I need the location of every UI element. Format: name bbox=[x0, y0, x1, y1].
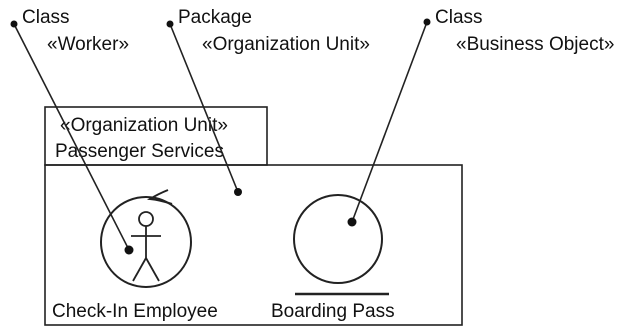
worker-callout-stereotype: «Worker» bbox=[47, 34, 129, 55]
callout-lines bbox=[13, 21, 428, 251]
business-object-circle bbox=[293, 194, 383, 284]
package-callout-end-dot bbox=[234, 188, 242, 196]
callout-dots bbox=[10, 18, 431, 255]
business-object-callout-line bbox=[351, 21, 428, 223]
stick-figure-icon bbox=[131, 211, 161, 282]
business-object-label: Boarding Pass bbox=[271, 301, 395, 322]
business-object-callout-end-dot bbox=[347, 217, 357, 227]
worker-label: Check-In Employee bbox=[52, 301, 218, 322]
business-object-callout-kind: Class bbox=[435, 7, 483, 28]
worker-arrow bbox=[146, 189, 173, 205]
package-callout-line bbox=[169, 23, 239, 193]
business-object-callout-stereotype: «Business Object» bbox=[456, 34, 614, 55]
package-callout-start-dot bbox=[166, 20, 174, 28]
worker-callout-end-dot bbox=[124, 245, 134, 255]
worker-symbol[interactable] bbox=[100, 189, 192, 288]
package-tab-name: Passenger Services bbox=[55, 141, 224, 162]
worker-callout-kind: Class bbox=[22, 7, 70, 28]
business-object-symbol[interactable] bbox=[293, 194, 389, 296]
package-callout-kind: Package bbox=[178, 7, 252, 28]
package-body[interactable] bbox=[44, 164, 463, 326]
worker-callout-line bbox=[13, 23, 130, 251]
package-callout-stereotype: «Organization Unit» bbox=[202, 34, 370, 55]
worker-circle bbox=[100, 196, 192, 288]
worker-callout-start-dot bbox=[10, 20, 18, 28]
package-tab[interactable] bbox=[44, 106, 268, 166]
package-tab-stereotype: «Organization Unit» bbox=[60, 115, 228, 136]
business-object-callout-start-dot bbox=[423, 18, 431, 26]
